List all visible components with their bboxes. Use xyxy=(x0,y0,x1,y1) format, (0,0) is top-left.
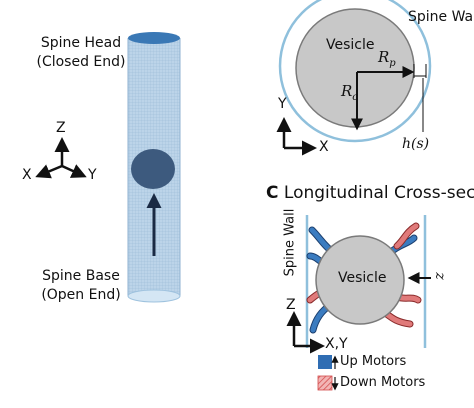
legend-down-label: Down Motors xyxy=(340,375,426,390)
z-side-label: z xyxy=(431,272,448,280)
spine-head-cap xyxy=(128,32,180,44)
axis-x-top-label: X xyxy=(319,139,329,155)
rp-main: R xyxy=(378,48,390,66)
axis-z-label: Z xyxy=(56,120,66,136)
vesicle-sphere xyxy=(131,149,175,189)
rc-sub: c xyxy=(352,92,358,103)
legend-down-swatch xyxy=(317,375,333,391)
gap-indicator xyxy=(413,64,427,132)
axis-y-top-label: Y xyxy=(278,96,287,112)
spine-base-opening xyxy=(127,289,181,303)
spine-head-line1: Spine Head xyxy=(40,35,122,51)
axis-xy-c-label: X,Y xyxy=(325,336,348,352)
panel-c-title: C Longitudinal Cross-sectio xyxy=(266,183,474,203)
axes-z-xy-icon xyxy=(286,311,325,354)
rp-label: Rp xyxy=(378,48,396,69)
axis-x-label: X xyxy=(22,167,32,183)
panel-c-letter: C xyxy=(266,183,279,203)
spine-base-label: Spine Base (Open End) xyxy=(36,267,126,305)
axis-z-c-label: Z xyxy=(286,297,296,313)
legend-up-swatch xyxy=(318,355,332,369)
panel-c-title-text: Longitudinal Cross-sectio xyxy=(283,183,474,203)
vesicle-label-top: Vesicle xyxy=(326,37,375,53)
spine-base-line2: (Open End) xyxy=(41,287,121,303)
spine-wall-label-top: Spine Wall xyxy=(408,9,474,25)
vesicle-label-c: Vesicle xyxy=(338,270,387,286)
spine-base-line1: Spine Base xyxy=(42,268,120,284)
axes-xy-icon xyxy=(276,117,317,156)
spine-wall-circle xyxy=(278,0,432,143)
vesicle-circle xyxy=(295,8,415,128)
rc-main: R xyxy=(341,82,353,100)
axes-xyz-icon xyxy=(35,137,87,179)
rp-sub: p xyxy=(389,58,396,69)
spine-wall-label-c: Spine Wall xyxy=(282,208,298,277)
vesicle-longitudinal xyxy=(315,235,405,325)
h-label: h(s) xyxy=(402,136,430,152)
spine-head-label: Spine Head (Closed End) xyxy=(34,34,128,72)
legend-up-label: Up Motors xyxy=(340,354,407,369)
rc-label: Rc xyxy=(341,82,358,103)
spine-head-line2: (Closed End) xyxy=(36,54,126,70)
axis-y-label: Y xyxy=(88,167,97,183)
